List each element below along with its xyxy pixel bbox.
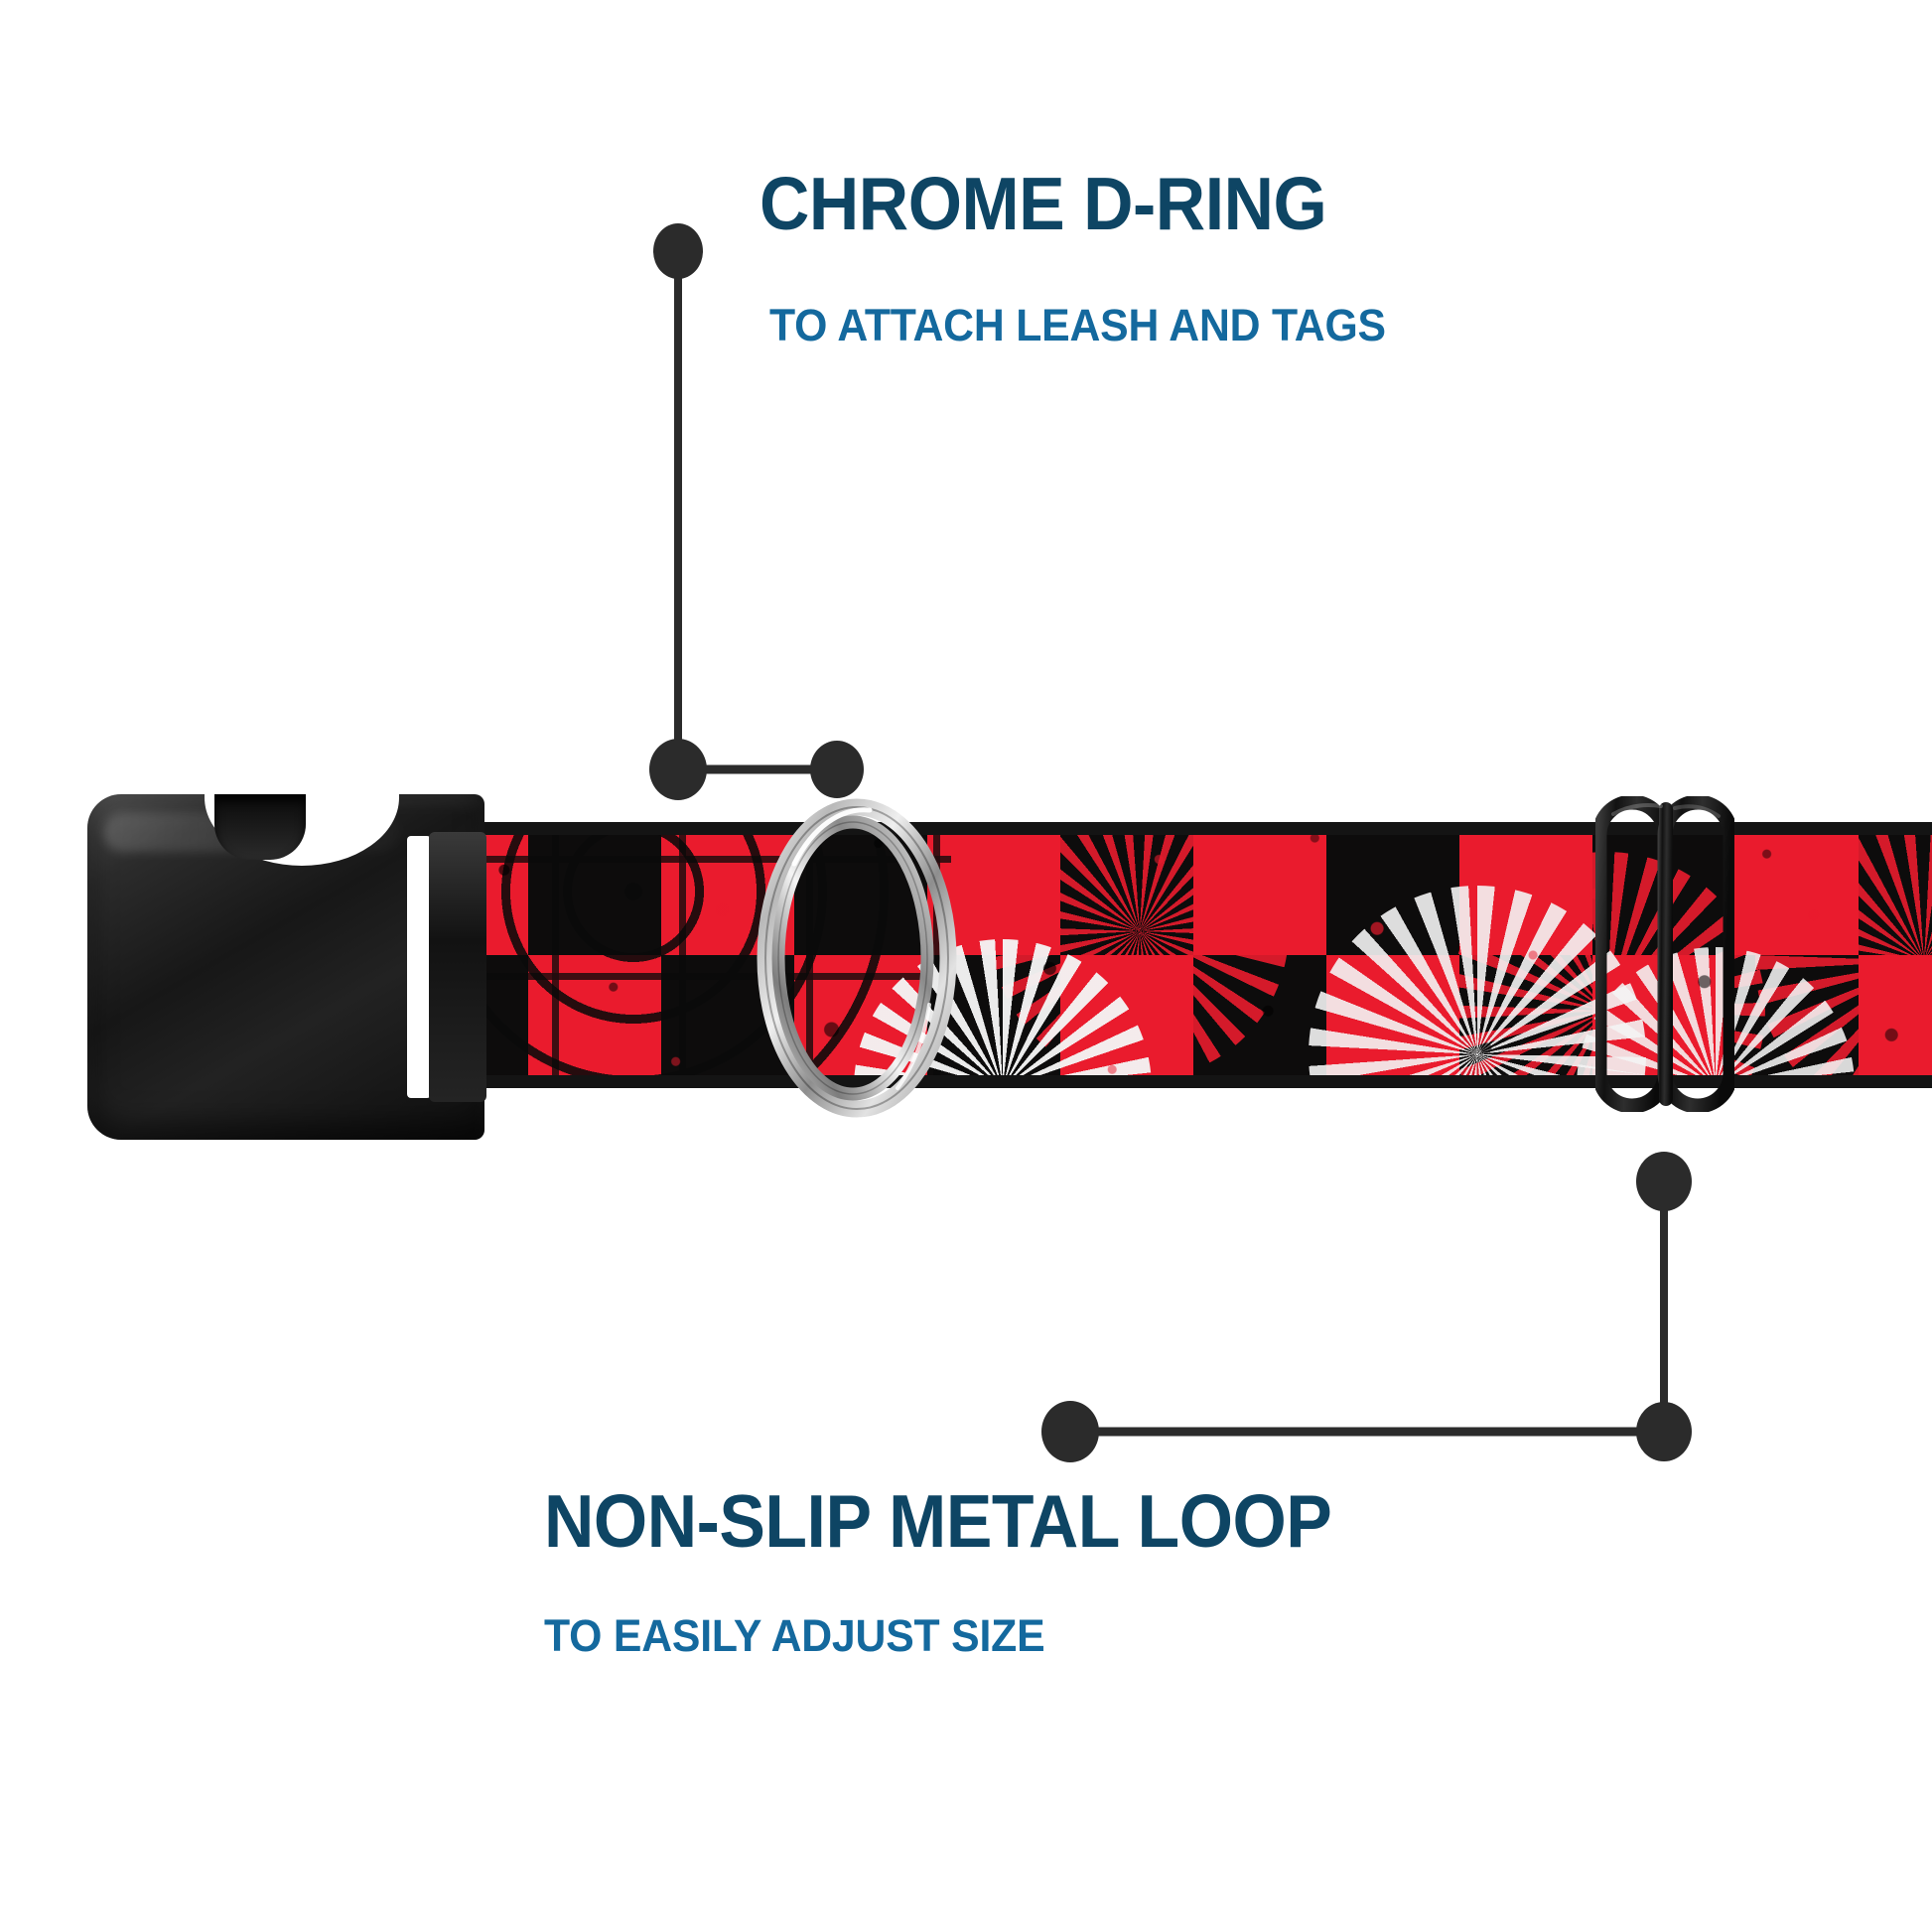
non-slip-metal-loop [1595, 796, 1734, 1112]
chrome-d-ring [753, 794, 961, 1122]
buckle-notch-shadow [214, 794, 306, 860]
callout-title-chrome-d-ring: CHROME D-RING [759, 162, 1327, 245]
side-release-buckle [87, 780, 514, 1140]
callout-subtitle-chrome-d-ring: TO ATTACH LEASH AND TAGS [769, 300, 1386, 350]
callout-subtitle-non-slip-metal-loop: TO EASILY ADJUST SIZE [544, 1610, 1045, 1661]
callout-title-non-slip-metal-loop: NON-SLIP METAL LOOP [544, 1479, 1332, 1563]
strap-top-edge [395, 822, 1932, 835]
buckle-rail [429, 832, 486, 1102]
strap-bottom-edge [395, 1075, 1932, 1088]
distress-speckle-overlay [395, 822, 1932, 1088]
leader-non-slip-metal-loop [1041, 1152, 1692, 1462]
buckle-webbing-slot [407, 836, 431, 1098]
